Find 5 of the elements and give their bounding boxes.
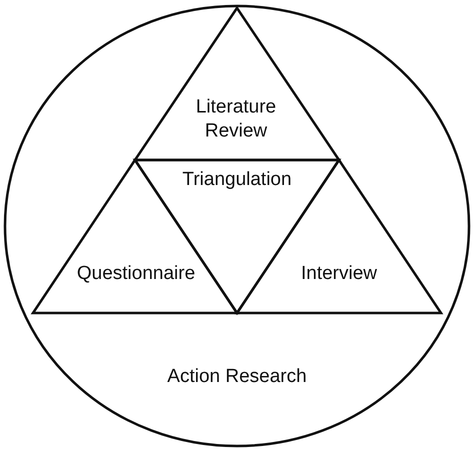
node-label: Literature Review: [194, 95, 278, 143]
node-label: Action Research: [167, 365, 307, 389]
node-label: Interview: [300, 262, 378, 286]
node-label: Questionnaire: [76, 262, 196, 286]
node-label: Triangulation: [182, 168, 292, 192]
